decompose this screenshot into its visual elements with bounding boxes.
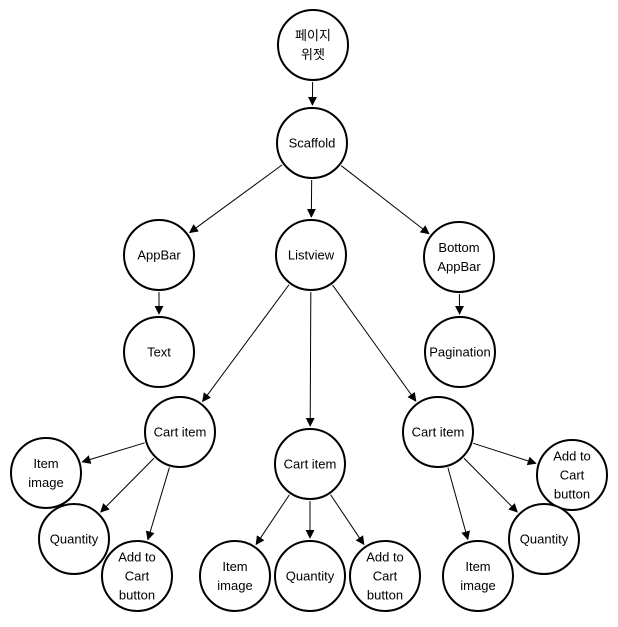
node-cart-item-right: Cart item: [402, 396, 474, 468]
node-circle-cart-item-middle: [274, 428, 346, 500]
node-item-image-middle: Item image: [199, 540, 271, 612]
node-label-add-to-cart-left: Cart: [125, 569, 150, 584]
node-label-bottom-appbar: AppBar: [437, 259, 481, 274]
edge-cart-item-middle-to-add-to-cart-middle: [330, 494, 365, 546]
edge-cart-item-middle-to-item-image-middle: [255, 494, 290, 546]
node-circle-add-to-cart-left: [101, 540, 173, 612]
node-circle-bottom-appbar: [423, 221, 495, 293]
edge-cart-item-left-to-item-image-left: [81, 442, 145, 464]
node-listview: Listview: [275, 219, 347, 291]
node-label-add-to-cart-right: Add to: [553, 449, 591, 464]
edge-listview-to-cart-item-middle: [305, 291, 315, 427]
node-add-to-cart-right: Add to Cart button: [536, 439, 608, 511]
node-circle-cart-item-right: [402, 396, 474, 468]
node-label-add-to-cart-middle: Cart: [373, 569, 398, 584]
node-circle-add-to-cart-middle: [349, 540, 421, 612]
edge-cart-item-right-to-quantity-right: [463, 457, 518, 513]
node-label-add-to-cart-left: Add to: [118, 550, 156, 565]
node-label-bottom-appbar: Bottom: [438, 240, 479, 255]
node-item-image-right: Item image: [442, 540, 514, 612]
node-label-add-to-cart-right: button: [554, 487, 590, 502]
node-label-add-to-cart-middle: Add to: [366, 550, 404, 565]
node-label-page-widget: 위젯: [301, 47, 325, 62]
node-cart-item-left: Cart item: [144, 396, 216, 468]
node-label-add-to-cart-left: button: [119, 588, 155, 603]
node-label-quantity-middle: Quantity: [286, 569, 335, 584]
node-label-page-widget: 페이지: [295, 28, 331, 43]
node-appbar: AppBar: [123, 219, 195, 291]
node-circle-item-image-right: [442, 540, 514, 612]
node-quantity-middle: Quantity: [274, 540, 346, 612]
node-label-add-to-cart-right: Cart: [560, 468, 585, 483]
node-label-text: Text: [147, 345, 171, 360]
node-label-pagination: Pagination: [429, 345, 490, 360]
node-circle-quantity-middle: [274, 540, 346, 612]
node-label-listview: Listview: [288, 248, 335, 263]
node-circle-quantity-right: [508, 503, 580, 575]
edge-listview-to-cart-item-left: [202, 284, 290, 403]
node-circle-text: [123, 316, 195, 388]
node-label-item-image-left: Item: [33, 456, 58, 471]
node-scaffold: Scaffold: [276, 107, 348, 179]
edge-cart-item-right-to-item-image-right: [447, 467, 470, 541]
node-circle-quantity-left: [38, 503, 110, 575]
edge-scaffold-to-bottom-appbar: [340, 165, 430, 235]
node-quantity-right: Quantity: [508, 503, 580, 575]
node-circle-item-image-left: [10, 437, 82, 509]
node-circle-listview: [275, 219, 347, 291]
node-label-item-image-middle: Item: [222, 559, 247, 574]
edges-layer: [81, 81, 537, 546]
node-label-item-image-right: image: [460, 578, 495, 593]
node-circle-cart-item-left: [144, 396, 216, 468]
node-circle-add-to-cart-right: [536, 439, 608, 511]
node-circle-item-image-middle: [199, 540, 271, 612]
node-add-to-cart-middle: Add to Cart button: [349, 540, 421, 612]
node-circle-appbar: [123, 219, 195, 291]
node-label-item-image-left: image: [28, 475, 63, 490]
node-label-item-image-right: Item: [465, 559, 490, 574]
node-label-quantity-left: Quantity: [50, 532, 99, 547]
node-label-cart-item-left: Cart item: [154, 425, 207, 440]
node-quantity-left: Quantity: [38, 503, 110, 575]
node-item-image-left: Item image: [10, 437, 82, 509]
node-circle-pagination: [424, 316, 496, 388]
edge-scaffold-to-appbar: [188, 164, 283, 234]
node-label-quantity-right: Quantity: [520, 532, 569, 547]
edge-listview-to-cart-item-right: [332, 284, 417, 402]
node-label-add-to-cart-middle: button: [367, 588, 403, 603]
node-circle-scaffold: [276, 107, 348, 179]
node-pagination: Pagination: [424, 316, 496, 388]
node-label-item-image-middle: image: [217, 578, 252, 593]
node-label-scaffold: Scaffold: [289, 136, 336, 151]
node-cart-item-middle: Cart item: [274, 428, 346, 500]
node-text: Text: [123, 316, 195, 388]
node-add-to-cart-left: Add to Cart button: [101, 540, 173, 612]
edge-cart-item-left-to-quantity-left: [100, 457, 155, 513]
node-circle-page-widget: [277, 9, 349, 81]
node-label-cart-item-middle: Cart item: [284, 457, 337, 472]
edge-cart-item-right-to-add-to-cart-right: [473, 442, 537, 466]
node-label-appbar: AppBar: [137, 248, 181, 263]
edge-cart-item-left-to-add-to-cart-left: [145, 467, 170, 541]
node-label-cart-item-right: Cart item: [412, 425, 465, 440]
